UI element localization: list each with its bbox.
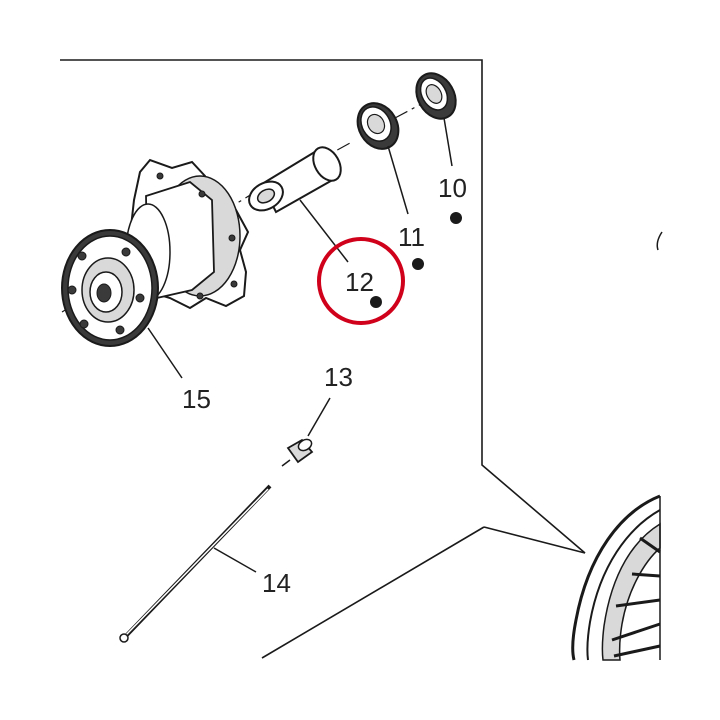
callout-dot-12 — [370, 296, 382, 308]
seal-part-10[interactable] — [408, 66, 463, 126]
callout-label-11: 11 — [398, 222, 425, 252]
detail-frame — [60, 59, 586, 659]
leader-11 — [387, 145, 409, 215]
callout-dot-11 — [412, 258, 424, 270]
callout-label-12: 12 — [345, 267, 374, 297]
highlight-ring-12 — [317, 237, 405, 325]
bearing-part-11[interactable] — [350, 96, 407, 157]
leader-15 — [147, 327, 183, 379]
spoke-nipple-part-13[interactable] — [281, 437, 314, 467]
spacer-part-12[interactable] — [244, 142, 346, 216]
callout-label-10: 10 — [438, 173, 467, 203]
callout-label-15: 15 — [182, 384, 211, 414]
callout-label-13: 13 — [324, 362, 353, 392]
callout-label-14: 14 — [262, 568, 291, 598]
leader-10 — [443, 117, 453, 167]
hub-part-15[interactable] — [61, 158, 250, 347]
leader-12 — [299, 199, 349, 263]
callout-dot-10 — [450, 212, 462, 224]
leader-13 — [307, 397, 331, 437]
spoke-part-14[interactable] — [119, 484, 272, 643]
wheel-rim-partial — [571, 231, 663, 661]
leader-14 — [213, 547, 257, 573]
